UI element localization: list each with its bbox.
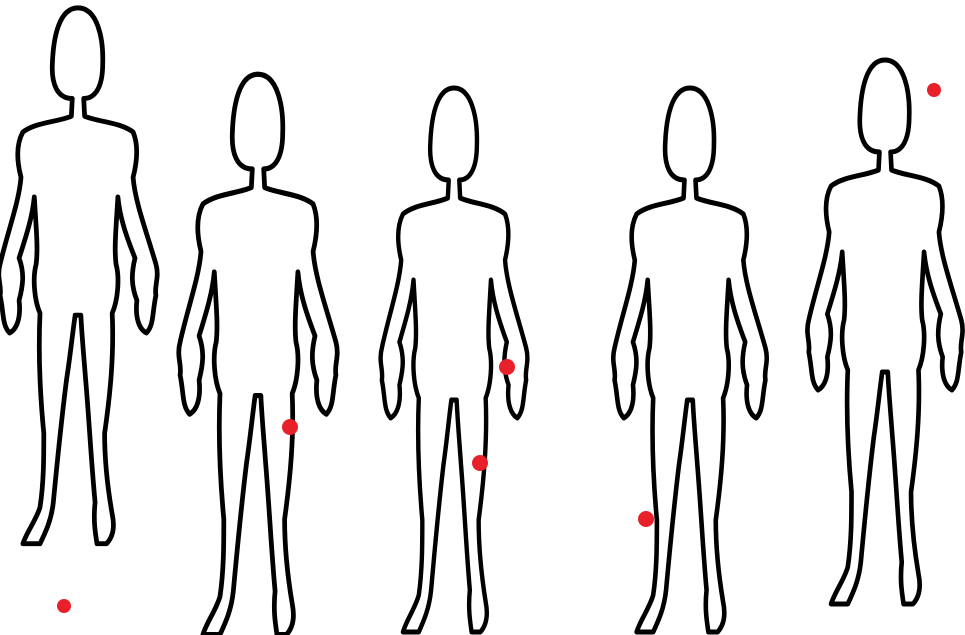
human-outline-2: [179, 74, 337, 634]
human-outline-1: [0, 8, 157, 544]
human-outline-4: [613, 88, 766, 632]
figure-1: [0, 8, 157, 613]
figure-4: [613, 88, 766, 632]
figure-3: [381, 88, 528, 632]
marker-2a[interactable]: [282, 419, 298, 435]
human-outline-5: [807, 60, 962, 604]
marker-3a[interactable]: [499, 359, 515, 375]
marker-3b[interactable]: [472, 455, 488, 471]
figure-5: [807, 60, 962, 604]
figure-2: [179, 74, 337, 634]
marker-1a[interactable]: [57, 599, 71, 613]
marker-4a[interactable]: [638, 511, 654, 527]
marker-5a[interactable]: [927, 83, 941, 97]
